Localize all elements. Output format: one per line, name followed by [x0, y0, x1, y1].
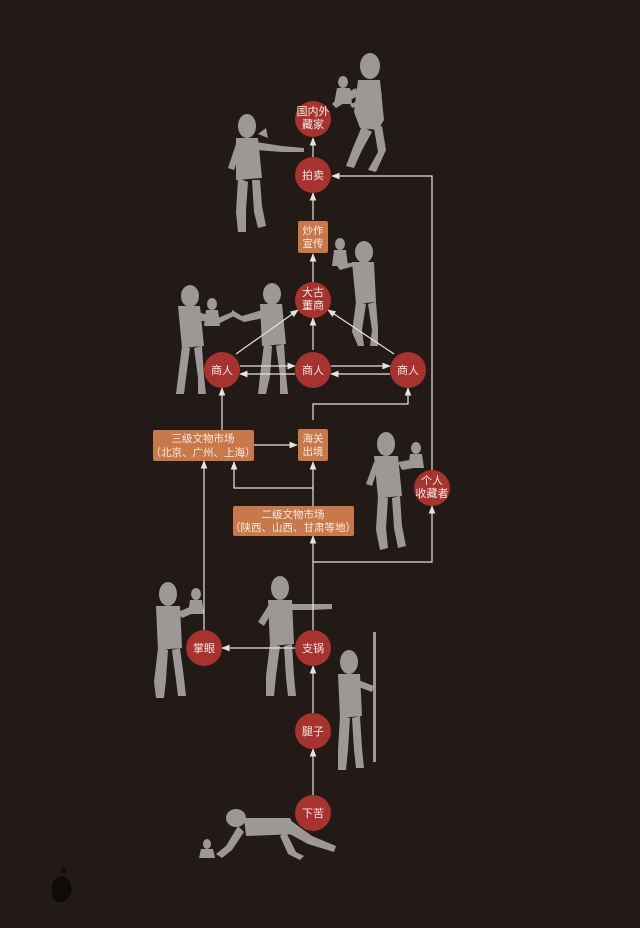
figure-merchants-exchanging [176, 283, 288, 394]
node-runner-label: 腿子 [302, 725, 324, 738]
node-customs: 海关 出境 [298, 429, 328, 461]
edge-merchant-right-to-big-dealer [327, 309, 395, 355]
node-customs-line1: 海关 [303, 432, 324, 445]
node-digger-label: 下苦 [302, 807, 324, 820]
figure-appraiser-with-statue [154, 582, 204, 698]
node-customs-line2: 出境 [303, 445, 324, 458]
node-merchant-right-label: 商人 [397, 363, 419, 377]
figure-runner-with-staff [338, 632, 376, 770]
node-merchant-center: 商人 [295, 352, 331, 388]
edge-middleman-to-individual [313, 505, 436, 563]
node-appraiser-label: 掌眼 [193, 641, 215, 655]
edge-merchant-left-to-big-dealer [235, 309, 299, 355]
figure-collector-right [366, 432, 424, 550]
node-big-dealer: 大古 董商 [295, 282, 331, 318]
corner-mark-icon [51, 866, 72, 903]
figure-dealer-with-statue [332, 238, 378, 346]
node-collectors-intl-line2: 藏家 [302, 117, 324, 131]
node-auction: 拍卖 [295, 157, 331, 193]
node-collectors-intl-line1: 国内外 [297, 104, 330, 118]
node-individual-collector: 个人 收藏者 [414, 470, 450, 506]
figure-digger-crawling [199, 809, 336, 860]
node-hype-line2: 宣传 [303, 237, 324, 250]
edge-tier2-to-tier3 [230, 461, 313, 489]
edges [200, 137, 436, 795]
figure-collector-holding-relic [332, 53, 386, 172]
node-middleman: 支锅 [295, 630, 331, 666]
node-hype-line1: 炒作 [303, 225, 324, 237]
market-tier3-title: 三级文物市场 [172, 432, 235, 445]
market-tier3: 三级文物市场 （北京、广州、上海） [151, 430, 256, 461]
market-tier2-detail: （陕西、山西、甘肃等地） [230, 521, 356, 534]
node-merchant-left-label: 商人 [211, 363, 233, 377]
edge-tier2-to-merchant-right [312, 387, 412, 420]
node-appraiser: 掌眼 [186, 630, 222, 666]
node-merchant-right: 商人 [390, 352, 426, 388]
node-digger: 下苦 [295, 795, 331, 831]
market-tier2-title: 二级文物市场 [262, 508, 325, 521]
node-individual-collector-line1: 个人 [421, 474, 443, 487]
node-hype: 炒作 宣传 [298, 221, 328, 253]
node-individual-collector-line2: 收藏者 [416, 486, 449, 500]
node-big-dealer-line1: 大古 [302, 285, 324, 299]
edge-individual-to-auction [331, 172, 433, 470]
node-merchant-center-label: 商人 [302, 363, 324, 377]
node-middleman-label: 支锅 [302, 642, 324, 655]
figure-middleman-pointing [258, 576, 332, 696]
market-tier3-detail: （北京、广州、上海） [151, 446, 256, 459]
node-collectors-intl: 国内外 藏家 [295, 101, 331, 137]
node-runner: 腿子 [295, 713, 331, 749]
node-auction-label: 拍卖 [302, 168, 324, 182]
node-big-dealer-line2: 董商 [302, 298, 324, 312]
figure-bidder-pointing [228, 114, 304, 232]
market-tier2: 二级文物市场 （陕西、山西、甘肃等地） [230, 506, 356, 536]
node-merchant-left: 商人 [204, 352, 240, 388]
